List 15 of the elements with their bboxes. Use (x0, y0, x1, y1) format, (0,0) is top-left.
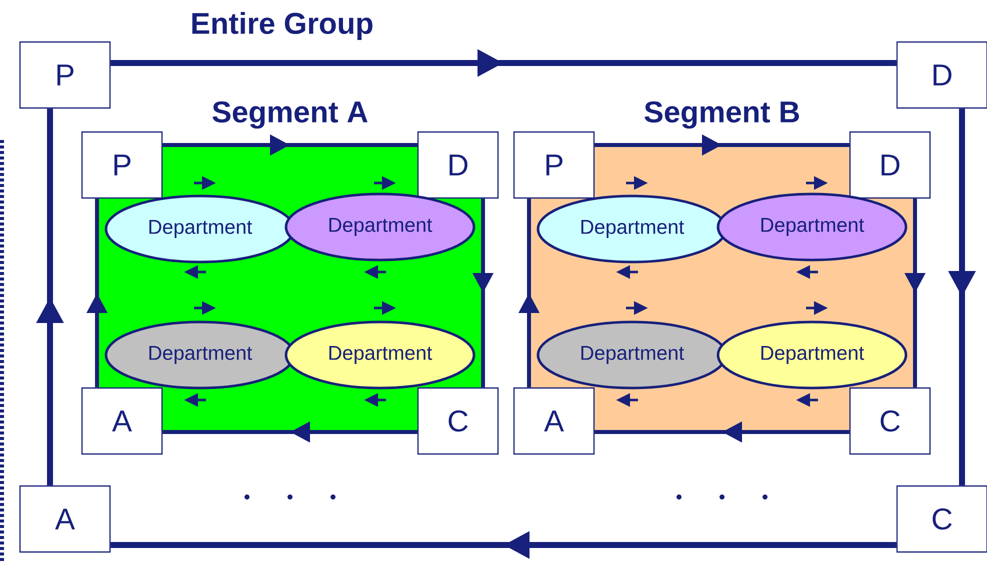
letter-box: D (417, 131, 499, 199)
panel-heading: Segment B (644, 101, 799, 129)
panel-heading: Segment A (212, 101, 368, 129)
letter-box: C (896, 485, 987, 553)
letter-box: D (849, 131, 931, 199)
letter-box: C (417, 387, 499, 455)
title: Entire Group (192, 12, 372, 40)
letter-box: C (849, 387, 931, 455)
letter-box: A (19, 485, 111, 553)
letter-box: P (513, 131, 595, 199)
letter-box: A (81, 387, 163, 455)
letter-box: P (81, 131, 163, 199)
letter-box: P (19, 41, 111, 109)
letter-box: D (896, 41, 987, 109)
letter-box: A (513, 387, 595, 455)
